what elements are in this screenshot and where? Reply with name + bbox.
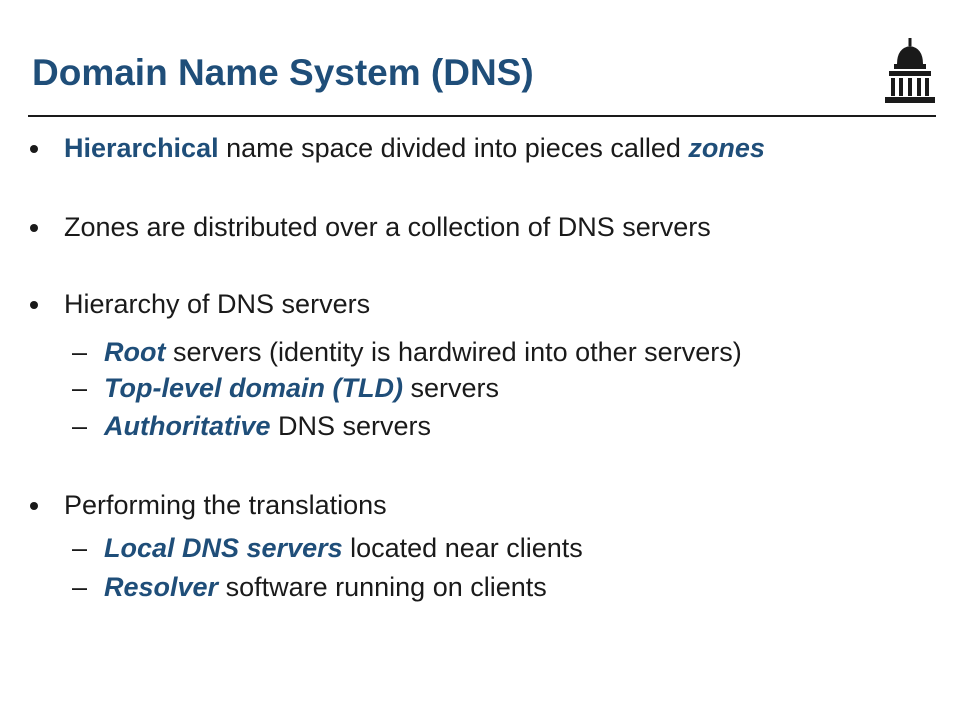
sub-bullet-dash: – <box>72 337 88 367</box>
plain-text: located near clients <box>342 533 583 563</box>
bullet-item-2: Zones are distributed over a collection … <box>64 211 711 243</box>
bullet-item-1: Hierarchical name space divided into pie… <box>64 132 765 164</box>
sub-bullet-dash: – <box>72 373 88 403</box>
title-divider <box>28 115 936 117</box>
emphasis-text: Top-level domain (TLD) <box>104 373 403 403</box>
bullet-dot <box>30 502 38 510</box>
capitol-building-icon <box>885 38 935 103</box>
plain-text: software running on clients <box>218 572 547 602</box>
plain-text: servers <box>403 373 500 403</box>
plain-text: DNS servers <box>270 411 432 441</box>
sub-bullet-dash: – <box>72 572 88 602</box>
emphasis-text: Local DNS servers <box>104 533 343 563</box>
sub-item-authoritative: Authoritative DNS servers <box>104 410 431 442</box>
bullet-item-3: Hierarchy of DNS servers <box>64 289 371 319</box>
emphasis-text: zones <box>688 133 765 163</box>
sub-item-root: Root servers (identity is hardwired into… <box>104 336 742 368</box>
plain-text: servers (identity is hardwired into othe… <box>165 337 742 367</box>
bullet-item-4: Performing the translations <box>64 490 387 520</box>
plain-text: name space divided into pieces called <box>218 133 689 163</box>
sub-item-local-dns: Local DNS servers located near clients <box>104 532 583 564</box>
sub-bullet-dash: – <box>72 411 88 441</box>
bullet-dot <box>30 145 38 153</box>
sub-item-tld: Top-level domain (TLD) servers <box>104 372 499 404</box>
sub-item-resolver: Resolver software running on clients <box>104 571 547 603</box>
emphasis-text: Root <box>104 337 166 367</box>
sub-bullet-dash: – <box>72 533 88 563</box>
emphasis-text: Authoritative <box>104 411 271 441</box>
emphasis-text: Resolver <box>104 572 219 602</box>
slide-title: Domain Name System (DNS) <box>32 52 534 93</box>
bullet-dot <box>30 301 38 309</box>
bullet-dot <box>30 224 38 232</box>
emphasis-text: Hierarchical <box>64 133 219 163</box>
plain-text: Zones are distributed over a collection … <box>64 212 711 242</box>
